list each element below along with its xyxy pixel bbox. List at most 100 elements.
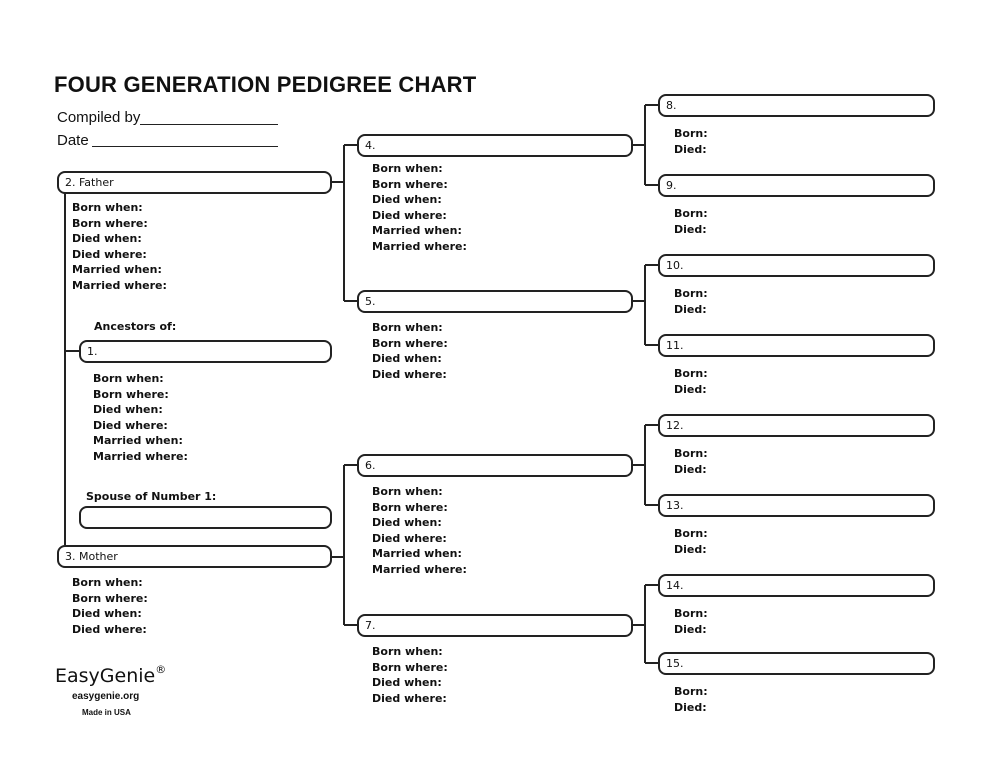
date-label: Date [57, 132, 89, 149]
registered-mark: ® [155, 663, 167, 676]
person-1-box[interactable]: 1. [79, 340, 332, 363]
person-1-label: 1. [87, 345, 98, 358]
field-label: Born when: [372, 162, 443, 175]
person-10-fields: Born: Died: [674, 286, 708, 317]
brand-logo: EasyGenie® [55, 663, 167, 687]
field-label: Died: [674, 462, 707, 476]
page-title: FOUR GENERATION PEDIGREE CHART [54, 72, 477, 97]
field-label: Died when: [72, 232, 142, 246]
person-9-label: 9. [666, 179, 677, 192]
person-3-mother-box[interactable]: 3. Mother [57, 545, 332, 568]
field-label: Born where: [372, 336, 448, 350]
brand-name: EasyGenie [55, 665, 156, 687]
field-label: Died where: [72, 247, 147, 261]
field-label: Died when: [372, 352, 442, 366]
person-12-box[interactable]: 12. [658, 414, 935, 437]
person-10-box[interactable]: 10. [658, 254, 935, 277]
field-label: Died where: [372, 531, 447, 545]
compiled-by-label: Compiled by [57, 109, 141, 126]
field-label: Born when: [372, 321, 443, 334]
person-6-fields: Born when: Born where: Died when: Died w… [372, 484, 467, 578]
person-11-label: 11. [666, 339, 684, 352]
field-label: Died where: [372, 691, 447, 705]
brand-website: easygenie.org [72, 691, 140, 702]
person-2-fields: Born when: Born where: Died when: Died w… [72, 200, 167, 294]
field-label: Married where: [372, 562, 467, 576]
field-label: Died where: [72, 622, 147, 636]
field-label: Died: [674, 142, 707, 156]
person-1-fields: Born when: Born where: Died when: Died w… [93, 371, 188, 465]
person-8-label: 8. [666, 99, 677, 112]
person-9-box[interactable]: 9. [658, 174, 935, 197]
spouse-of-number-1-label: Spouse of Number 1: [86, 490, 217, 503]
person-8-fields: Born: Died: [674, 126, 708, 157]
field-label: Born: [674, 685, 708, 698]
field-label: Married where: [72, 278, 167, 292]
person-7-label: 7. [365, 619, 376, 632]
spouse-box[interactable] [79, 506, 332, 529]
date-field[interactable] [92, 146, 278, 147]
person-15-box[interactable]: 15. [658, 652, 935, 675]
field-label: Born where: [72, 591, 148, 605]
field-label: Born when: [72, 576, 143, 589]
field-label: Died when: [372, 676, 442, 690]
person-15-label: 15. [666, 657, 684, 670]
person-15-fields: Born: Died: [674, 684, 708, 715]
person-9-fields: Born: Died: [674, 206, 708, 237]
person-11-box[interactable]: 11. [658, 334, 935, 357]
field-label: Died: [674, 700, 707, 714]
field-label: Died when: [72, 607, 142, 621]
field-label: Born where: [72, 216, 148, 230]
made-in-label: Made in USA [82, 708, 131, 717]
person-13-box[interactable]: 13. [658, 494, 935, 517]
field-label: Died: [674, 382, 707, 396]
field-label: Died where: [372, 367, 447, 381]
field-label: Born: [674, 607, 708, 620]
field-label: Died: [674, 622, 707, 636]
person-6-label: 6. [365, 459, 376, 472]
field-label: Died: [674, 302, 707, 316]
field-label: Born where: [93, 387, 169, 401]
field-label: Died when: [93, 403, 163, 417]
field-label: Born: [674, 127, 708, 140]
compiled-by-field[interactable] [140, 124, 278, 125]
person-3-fields: Born when: Born where: Died when: Died w… [72, 575, 148, 637]
person-13-label: 13. [666, 499, 684, 512]
field-label: Died: [674, 222, 707, 236]
person-2-father-box[interactable]: 2. Father [57, 171, 332, 194]
field-label: Died where: [93, 418, 168, 432]
field-label: Born: [674, 447, 708, 460]
field-label: Born when: [93, 372, 164, 385]
person-6-box[interactable]: 6. [357, 454, 633, 477]
field-label: Born: [674, 367, 708, 380]
field-label: Died when: [372, 516, 442, 530]
person-7-fields: Born when: Born where: Died when: Died w… [372, 644, 448, 706]
person-14-box[interactable]: 14. [658, 574, 935, 597]
field-label: Married where: [93, 449, 188, 463]
person-7-box[interactable]: 7. [357, 614, 633, 637]
person-5-box[interactable]: 5. [357, 290, 633, 313]
person-5-label: 5. [365, 295, 376, 308]
field-label: Born where: [372, 177, 448, 191]
person-8-box[interactable]: 8. [658, 94, 935, 117]
field-label: Born when: [72, 201, 143, 214]
field-label: Married when: [372, 547, 462, 561]
person-4-box[interactable]: 4. [357, 134, 633, 157]
field-label: Married when: [93, 434, 183, 448]
person-10-label: 10. [666, 259, 684, 272]
field-label: Born when: [372, 485, 443, 498]
person-14-fields: Born: Died: [674, 606, 708, 637]
field-label: Born where: [372, 660, 448, 674]
person-5-fields: Born when: Born where: Died when: Died w… [372, 320, 448, 382]
ancestors-of-label: Ancestors of: [94, 320, 177, 333]
field-label: Born where: [372, 500, 448, 514]
person-4-label: 4. [365, 139, 376, 152]
person-2-label: 2. Father [65, 176, 114, 189]
field-label: Died where: [372, 208, 447, 222]
field-label: Married when: [72, 263, 162, 277]
field-label: Married when: [372, 224, 462, 238]
field-label: Born when: [372, 645, 443, 658]
person-4-fields: Born when: Born where: Died when: Died w… [372, 161, 467, 255]
field-label: Born: [674, 287, 708, 300]
